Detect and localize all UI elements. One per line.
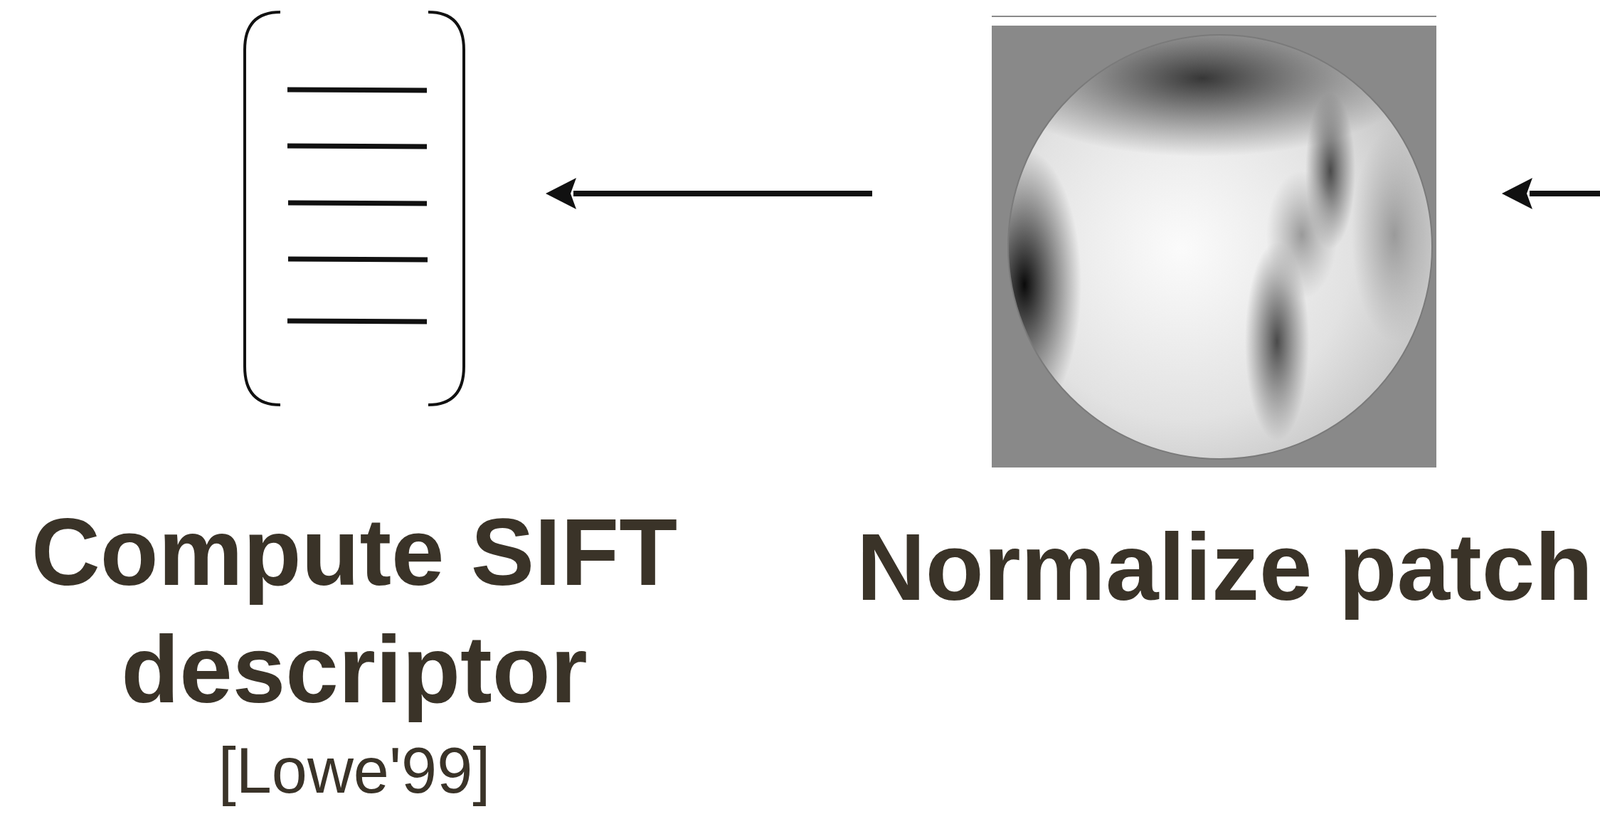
descriptor-vector: Compute SIFT descriptor[Lowe'99] <box>244 12 464 405</box>
caption: Normalize patch <box>856 507 1593 626</box>
patch-image <box>967 0 1438 470</box>
patch-figure: Normalize patch <box>991 25 1437 468</box>
vector-bracket <box>244 12 464 405</box>
step-title: Normalize patch <box>856 507 1593 626</box>
step-title: Compute SIFT descriptor <box>5 493 703 728</box>
incoming-arrow <box>1501 177 1600 210</box>
vector-entries <box>287 89 428 322</box>
flow-arrow <box>545 177 873 210</box>
caption: Compute SIFT descriptor [Lowe'99] <box>5 493 703 805</box>
citation: [Lowe'99] <box>5 736 703 805</box>
